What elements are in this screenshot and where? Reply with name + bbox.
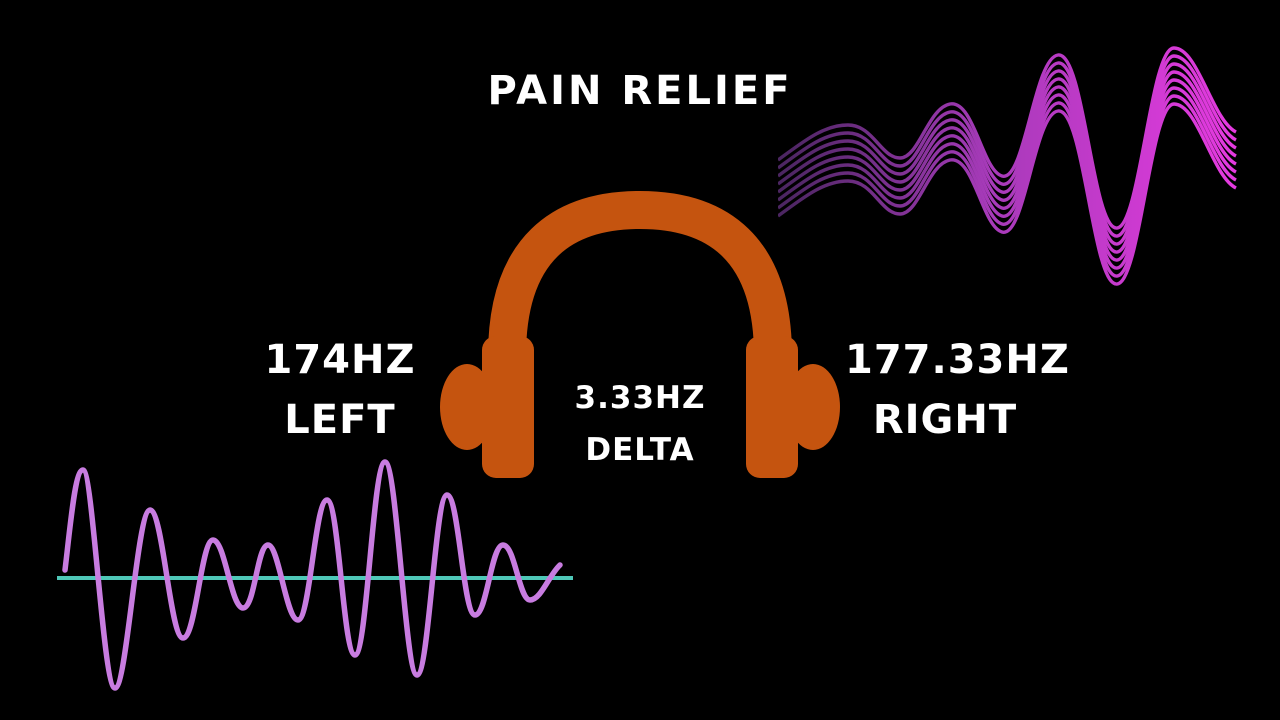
left-frequency: 174HZ <box>264 337 416 383</box>
waveform-icon <box>57 459 573 691</box>
delta-frequency: 3.33HZ <box>574 380 706 416</box>
delta-band-label: DELTA <box>585 432 695 468</box>
delta-beat-label: 3.33HZ DELTA <box>565 372 715 476</box>
left-channel-label: 174HZ LEFT <box>240 330 440 450</box>
headphones-icon <box>440 190 840 478</box>
page-title: PAIN RELIEF <box>487 68 793 114</box>
left-side-label: LEFT <box>284 397 396 443</box>
right-side-label: RIGHT <box>872 397 1018 443</box>
decorative-wave-icon <box>778 46 1238 286</box>
right-channel-label: 177.33HZ RIGHT <box>845 330 1070 450</box>
right-frequency: 177.33HZ <box>845 337 1070 383</box>
